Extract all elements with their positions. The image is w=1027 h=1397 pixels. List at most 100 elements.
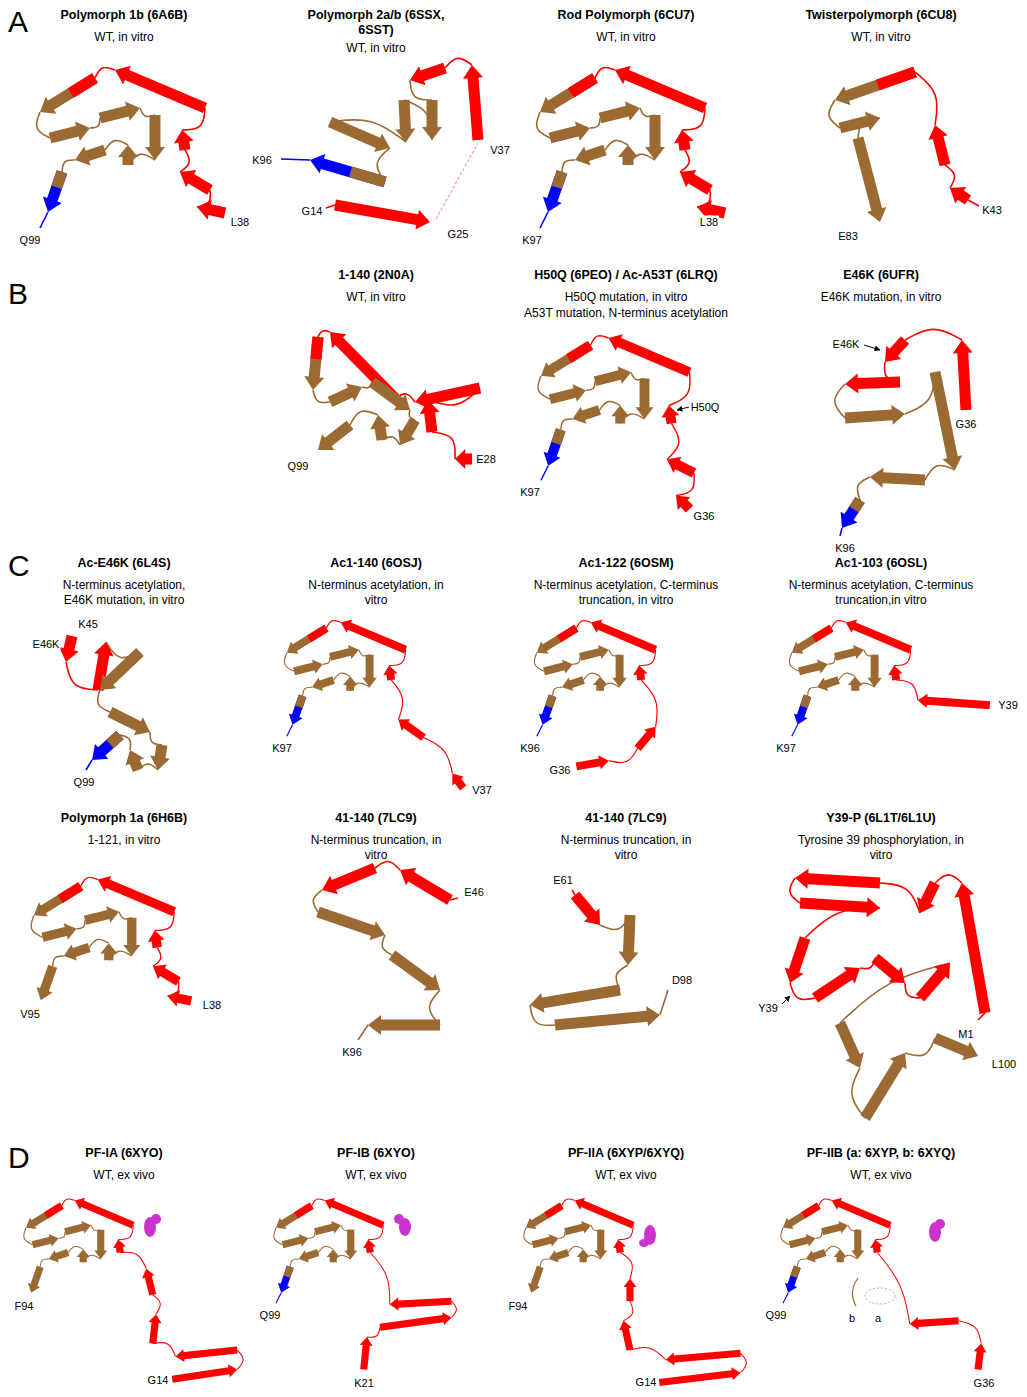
- loop-line: [303, 687, 312, 696]
- residue-label: Y39: [997, 699, 1019, 712]
- panel-letter: B: [8, 276, 28, 312]
- loop-line: [24, 1228, 33, 1245]
- residue-label: K97: [519, 486, 541, 499]
- loop-line: [432, 432, 455, 459]
- loop-line: [808, 687, 817, 696]
- beta-strand-arrow: [180, 170, 213, 195]
- beta-strand-arrow: [49, 1249, 70, 1262]
- fibril-fold: [37, 66, 227, 228]
- panel-subtitle: N-terminus truncation, in vitro: [556, 833, 696, 863]
- beta-strand-arrow: [539, 695, 557, 725]
- loop-line: [59, 1232, 65, 1239]
- loop-line: [819, 1199, 832, 1206]
- beta-strand-arrow: [150, 744, 170, 770]
- loop-line: [797, 1259, 805, 1267]
- beta-strand-segment: [849, 497, 864, 512]
- loop-line: [445, 58, 472, 68]
- beta-strand-arrow: [619, 1321, 634, 1351]
- beta-strand-arrow: [528, 1266, 544, 1293]
- fibril-fold: [785, 869, 991, 1121]
- beta-strand-arrow: [167, 990, 192, 1007]
- residue-label: G14: [147, 1374, 170, 1387]
- fibril-fold: [24, 1198, 243, 1383]
- beta-strand-segment: [801, 1203, 821, 1219]
- beta-strand-segment: [310, 336, 323, 359]
- beta-strand-arrow: [463, 65, 483, 140]
- panel-subtitle: N-terminus truncation, in vitro: [306, 833, 446, 863]
- residue-label: M1: [957, 1028, 974, 1041]
- loop-line: [40, 212, 48, 228]
- residue-label: K97: [521, 234, 543, 247]
- beta-strand-arrow: [785, 1266, 801, 1293]
- residue-label: E46K: [832, 338, 861, 351]
- beta-strand-arrow: [544, 428, 566, 466]
- panel-subtitle: WT, in vitro: [256, 41, 496, 56]
- beta-strand-segment: [295, 695, 306, 709]
- loop-line: [935, 875, 962, 883]
- fibril-fold: [537, 66, 727, 228]
- beta-strand-arrow: [851, 1230, 864, 1259]
- beta-strand-arrow: [293, 659, 323, 675]
- beta-strand-arrow: [390, 1298, 452, 1311]
- beta-strand-arrow: [674, 130, 694, 151]
- beta-strand-arrow: [554, 1006, 660, 1030]
- beta-strand-arrow: [848, 676, 862, 690]
- beta-strand-arrow: [100, 648, 144, 690]
- beta-strand-arrow: [795, 869, 880, 889]
- beta-strand-arrow: [287, 625, 329, 654]
- beta-strand-arrow: [594, 366, 631, 386]
- loop-line: [290, 1259, 298, 1267]
- beta-strand-arrow: [870, 1240, 883, 1254]
- loop-line: [620, 1253, 632, 1279]
- loop-line: [77, 920, 86, 929]
- panel-subtitle: N-terminus acetylation, C-terminus trunc…: [531, 578, 721, 608]
- beta-strand-segment: [307, 625, 329, 643]
- loop-line: [562, 160, 575, 172]
- residue-label: G14: [301, 205, 324, 218]
- loop-line: [609, 748, 638, 762]
- loop-line: [281, 159, 310, 160]
- panel-subtitle: H50Q mutation, in vitro: [506, 290, 746, 305]
- panel-subtitle: 1-121, in vitro: [4, 833, 244, 848]
- panel-subtitle: Tyrosine 39 phosphorylation, in vitro: [794, 833, 969, 863]
- residue-label: G36: [973, 1377, 996, 1390]
- beta-strand-arrow: [835, 1021, 864, 1068]
- ligand-density: [935, 1219, 945, 1229]
- beta-strand-segment: [106, 731, 124, 748]
- loop-line: [816, 1232, 823, 1239]
- panel-title: Ac1-140 (6OSJ): [256, 556, 496, 571]
- residue-label: Q99: [19, 234, 42, 247]
- loop-line: [584, 673, 601, 680]
- beta-strand-arrow: [59, 635, 78, 662]
- loop-line: [590, 118, 600, 128]
- panel-title: PF-IIA (6XYP/6XYQ): [506, 1146, 746, 1161]
- fibril-fold: [281, 58, 483, 229]
- beta-strand-arrow: [360, 1337, 373, 1370]
- beta-strand-segment: [58, 882, 84, 903]
- beta-strand-arrow: [410, 63, 447, 85]
- loop-line: [880, 883, 920, 913]
- loop-line: [53, 956, 64, 966]
- loop-line: [326, 621, 340, 629]
- residue-label: K97: [271, 742, 293, 755]
- beta-strand-segment: [551, 170, 567, 189]
- loop-line: [840, 528, 842, 536]
- beta-strand-arrow: [32, 1234, 59, 1248]
- beta-strand-arrow: [329, 645, 359, 661]
- fibril-fold: [304, 331, 481, 469]
- beta-strand-arrow: [549, 121, 590, 143]
- loop-line: [153, 1295, 161, 1315]
- residue-label: E83: [837, 230, 859, 243]
- beta-strand-arrow: [633, 666, 647, 681]
- beta-strand-arrow: [94, 1230, 107, 1259]
- residue-label: L100: [991, 1058, 1017, 1071]
- beta-strand-arrow: [680, 170, 713, 195]
- beta-strand-arrow: [278, 1266, 294, 1293]
- loop-line: [561, 419, 573, 430]
- residue-label: E61: [552, 874, 574, 887]
- loop-line: [781, 1228, 790, 1245]
- beta-strand-arrow: [910, 1317, 959, 1330]
- loop-line: [538, 376, 550, 399]
- loop-line: [537, 725, 543, 737]
- beta-strand-arrow: [369, 378, 410, 411]
